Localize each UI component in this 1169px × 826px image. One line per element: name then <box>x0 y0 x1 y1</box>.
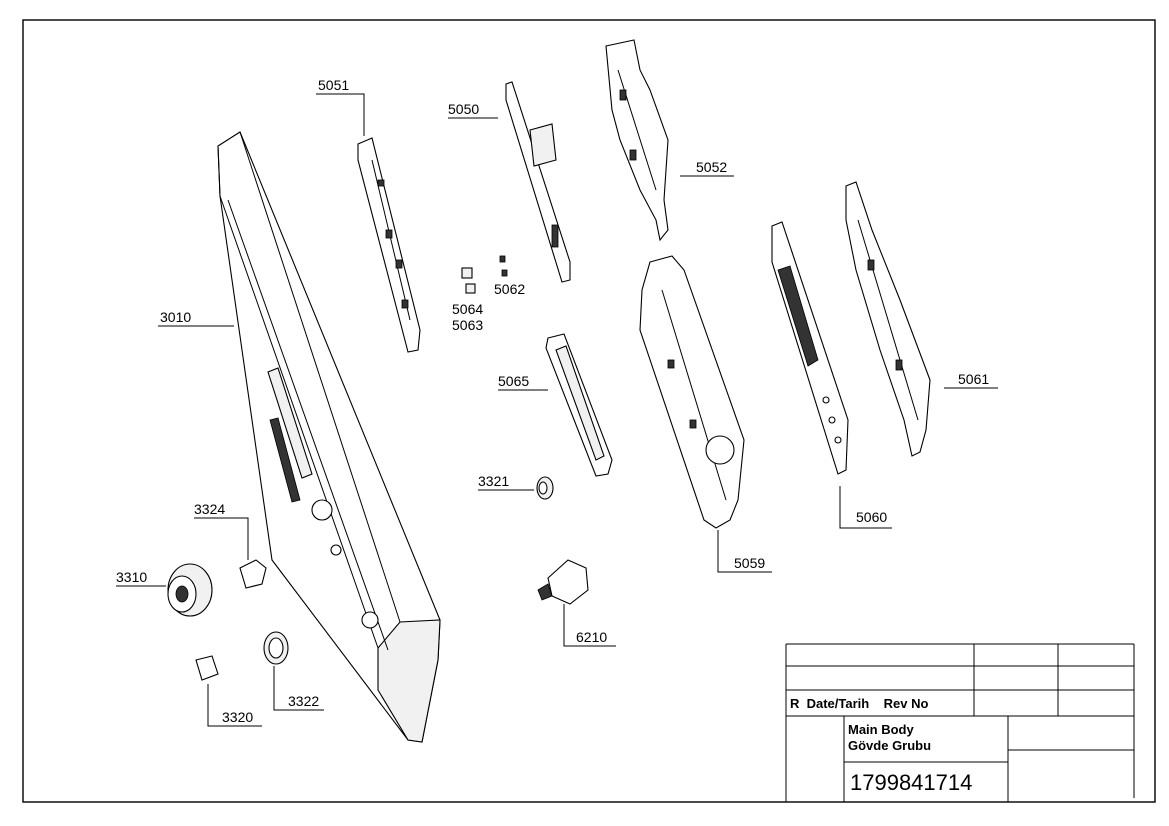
leader-lines <box>116 93 998 727</box>
label-5051: 5051 <box>318 77 349 93</box>
label-6210: 6210 <box>576 629 607 645</box>
part-5061-frame <box>845 181 931 457</box>
label-3324: 3324 <box>194 501 225 517</box>
part-labels: 3010 5051 5050 5052 5062 5064 5063 5065 … <box>116 77 989 725</box>
label-3321: 3321 <box>478 473 509 489</box>
drawing-frame <box>22 19 1156 803</box>
label-3320: 3320 <box>222 709 253 725</box>
part-5051-board <box>357 137 421 353</box>
part-5050-pcb <box>505 81 571 283</box>
title-block-rev-header: R Date/Tarih Rev No <box>790 696 929 711</box>
title-block: R Date/Tarih Rev No Main Body Gövde Grub… <box>785 643 1135 802</box>
part-3010-main-body <box>217 131 441 743</box>
part-6210-switch <box>537 559 589 605</box>
part-5065-window <box>545 333 613 477</box>
label-5062: 5062 <box>494 281 525 297</box>
label-5059: 5059 <box>734 555 765 571</box>
title-block-title-tr: Gövde Grubu <box>848 738 931 753</box>
part-5060-pcb <box>771 221 849 475</box>
label-3010: 3010 <box>160 309 191 325</box>
label-5063: 5063 <box>452 317 483 333</box>
part-5062-5064-5063-clips <box>461 255 508 294</box>
title-block-title-en: Main Body <box>848 722 914 737</box>
part-3324-knob-shaft <box>239 559 267 589</box>
label-5052: 5052 <box>696 159 727 175</box>
label-3322: 3322 <box>288 693 319 709</box>
part-3321-button <box>536 476 554 500</box>
label-5064: 5064 <box>452 301 483 317</box>
part-3320-cap <box>195 655 219 681</box>
label-5061: 5061 <box>958 371 989 387</box>
part-5059-housing <box>639 255 745 529</box>
part-3310-knob <box>167 563 213 617</box>
label-3310: 3310 <box>116 569 147 585</box>
part-3322-ring <box>263 631 289 665</box>
part-5052-frame <box>605 39 669 242</box>
label-5060: 5060 <box>856 509 887 525</box>
label-5065: 5065 <box>498 373 529 389</box>
title-block-part-number: 1799841714 <box>850 770 972 795</box>
label-5050: 5050 <box>448 101 479 117</box>
